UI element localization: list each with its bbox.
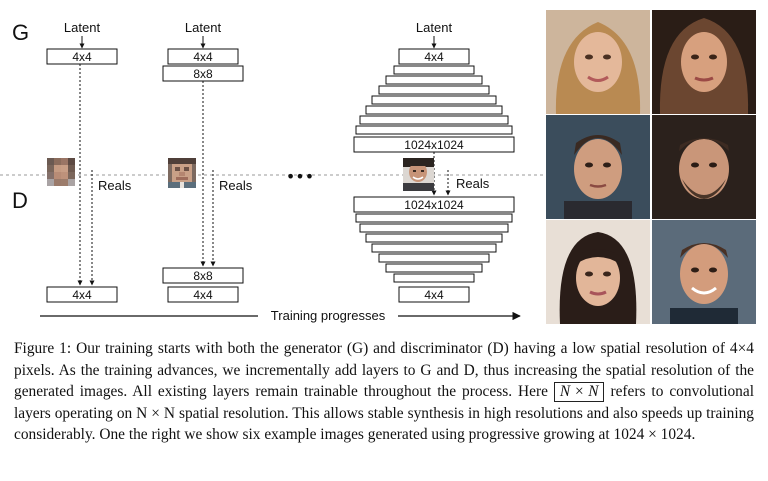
d-layer-label: 4x4 [193,288,213,302]
training-progress-label: Training progresses [271,308,386,323]
g-layer [398,48,470,65]
d-layer [378,253,490,263]
d-layer [365,233,503,243]
latent-label: Latent [64,20,101,35]
face-image [546,10,650,114]
d-layer-label: 4x4 [424,288,444,302]
d-layer [371,243,497,253]
d-layer [398,286,470,303]
g-layer [365,105,503,115]
reals-label: Reals [219,178,253,193]
d-layer [359,223,509,233]
latent-label: Latent [416,20,453,35]
stage-3: Latent 4x4 1024x1024 Reals 1024x10 [353,20,515,303]
g-layer [46,48,118,65]
g-layer-label: 8x8 [193,67,213,81]
g-layer [378,85,490,95]
caption-text-part1: Figure 1: Our training starts with both … [14,340,754,400]
g-layer [371,95,497,105]
face-image [546,115,650,219]
d-layer [355,213,513,223]
progressive-growing-diagram: G D Latent 4x4 Reals [0,20,545,323]
g-layer-label: 4x4 [424,50,444,64]
thumbnail-4x4 [47,158,75,186]
caption-paragraph: Figure 1: Our training starts with both … [14,338,754,446]
d-layer [393,273,475,283]
g-layer [167,48,239,65]
latent-label: Latent [185,20,222,35]
stage-1: Latent 4x4 Reals 4x4 [46,20,132,303]
d-layer [353,196,515,213]
thumbnail-8x8 [168,158,196,188]
training-progress-arrow: Training progresses [40,308,521,323]
thumbnail-1024 [403,158,434,191]
g-layer-label: 1024x1024 [404,138,464,152]
d-layer-label: 4x4 [72,288,92,302]
g-layer [359,115,509,125]
generated-faces-grid [546,10,756,324]
g-layer [385,75,483,85]
face-image [652,220,756,324]
reals-label: Reals [98,178,132,193]
caption-boxed-notation: N × N [553,382,605,402]
face-image [546,220,650,324]
stage-2: Latent 4x4 8x8 Reals 8x8 4x4 [162,20,253,303]
ellipsis: ••• [286,167,314,186]
face-image [652,10,756,114]
g-layer-label: 4x4 [193,50,213,64]
d-layer-label: 8x8 [193,269,213,283]
d-layer [46,286,118,303]
face-image [652,115,756,219]
d-layer [385,263,483,273]
g-layer [355,125,513,135]
d-layer [167,286,239,303]
generator-label: G [12,20,29,45]
figure-caption: Figure 1: Our training starts with both … [14,338,754,446]
d-layer-label: 1024x1024 [404,198,464,212]
g-layer-label: 4x4 [72,50,92,64]
d-layer [162,267,244,284]
reals-label: Reals [456,176,490,191]
discriminator-label: D [12,188,28,213]
caption-text-part2: refers to convolutional layers operating… [14,383,754,443]
g-layer [393,65,475,75]
